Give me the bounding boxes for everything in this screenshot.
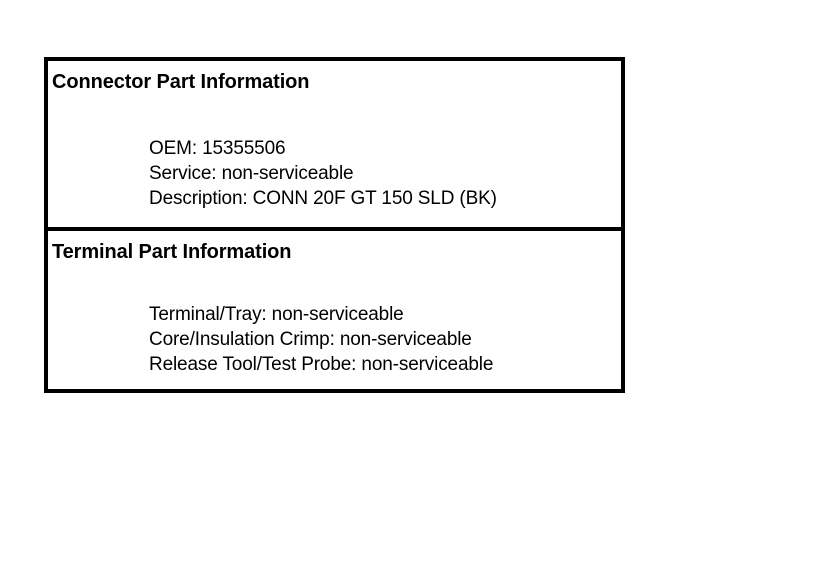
section-terminal-part-information: Terminal Part Information Terminal/Tray:… [48, 227, 621, 389]
detail-line-oem: OEM: 15355506 [149, 138, 286, 159]
detail-line-release-tool-test-probe: Release Tool/Test Probe: non-serviceable [149, 354, 494, 375]
detail-line-core-insulation-crimp: Core/Insulation Crimp: non-serviceable [149, 329, 472, 350]
detail-line-description: Description: CONN 20F GT 150 SLD (BK) [149, 188, 497, 209]
section-title-terminal: Terminal Part Information [52, 241, 292, 263]
section-body-terminal: Terminal/Tray: non-serviceable Core/Insu… [149, 302, 621, 377]
detail-line-service: Service: non-serviceable [149, 163, 354, 184]
section-connector-part-information: Connector Part Information OEM: 15355506… [48, 61, 621, 227]
part-information-table: Connector Part Information OEM: 15355506… [44, 57, 625, 393]
section-title-connector: Connector Part Information [52, 71, 310, 93]
section-body-connector: OEM: 15355506 Service: non-serviceable D… [149, 136, 621, 211]
detail-line-terminal-tray: Terminal/Tray: non-serviceable [149, 304, 404, 325]
